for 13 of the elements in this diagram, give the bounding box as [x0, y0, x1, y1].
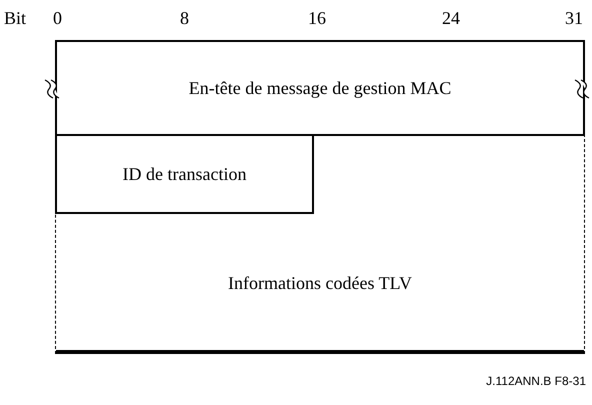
bit-number: 8	[180, 8, 189, 28]
bit-number: 24	[442, 8, 460, 28]
field-label: ID de transaction	[122, 162, 246, 186]
bit-number: 16	[308, 8, 326, 28]
axis-title: Bit	[4, 8, 26, 28]
bit-number: 31	[565, 8, 583, 28]
bit-number: 0	[53, 8, 62, 28]
field-label: Informations codées TLV	[228, 272, 412, 294]
figure-caption: J.112ANN.B F8-31	[486, 373, 586, 390]
field-box	[55, 134, 314, 214]
field-label: En-tête de message de gestion MAC	[188, 76, 452, 100]
field-box	[55, 40, 585, 136]
field-region	[55, 134, 585, 354]
